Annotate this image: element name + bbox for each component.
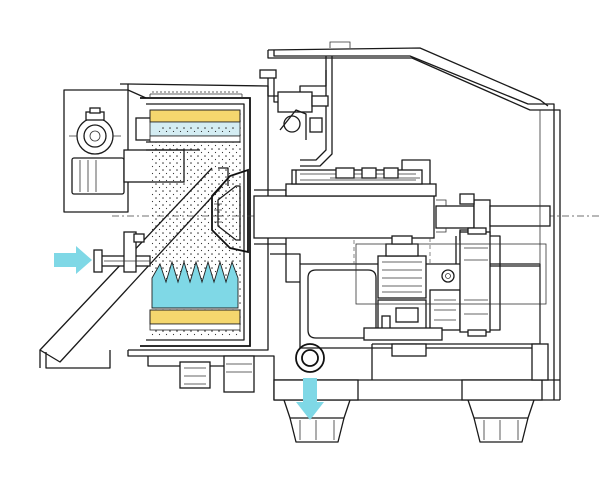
upper-filter-cake: [149, 109, 241, 123]
main-shaft-assembly: [112, 169, 600, 245]
solids-outlet: [295, 343, 325, 373]
hydraulic-unit: [270, 227, 541, 357]
right-base-details: [531, 110, 549, 381]
inlet-arrow-icon: [54, 246, 92, 274]
drive-motor: [69, 107, 121, 155]
basket-hub: [211, 168, 249, 254]
discharge-arrow-icon: [296, 378, 324, 420]
lower-filter-cake: [149, 309, 241, 325]
top-piping: [259, 56, 431, 184]
feed-pipe: [93, 231, 151, 273]
upper-frame-housing: [267, 41, 561, 400]
liquid-level: [151, 260, 239, 309]
basket-drum: [140, 91, 251, 347]
hidden-lines: [353, 238, 547, 305]
lower-housing: [127, 350, 275, 400]
